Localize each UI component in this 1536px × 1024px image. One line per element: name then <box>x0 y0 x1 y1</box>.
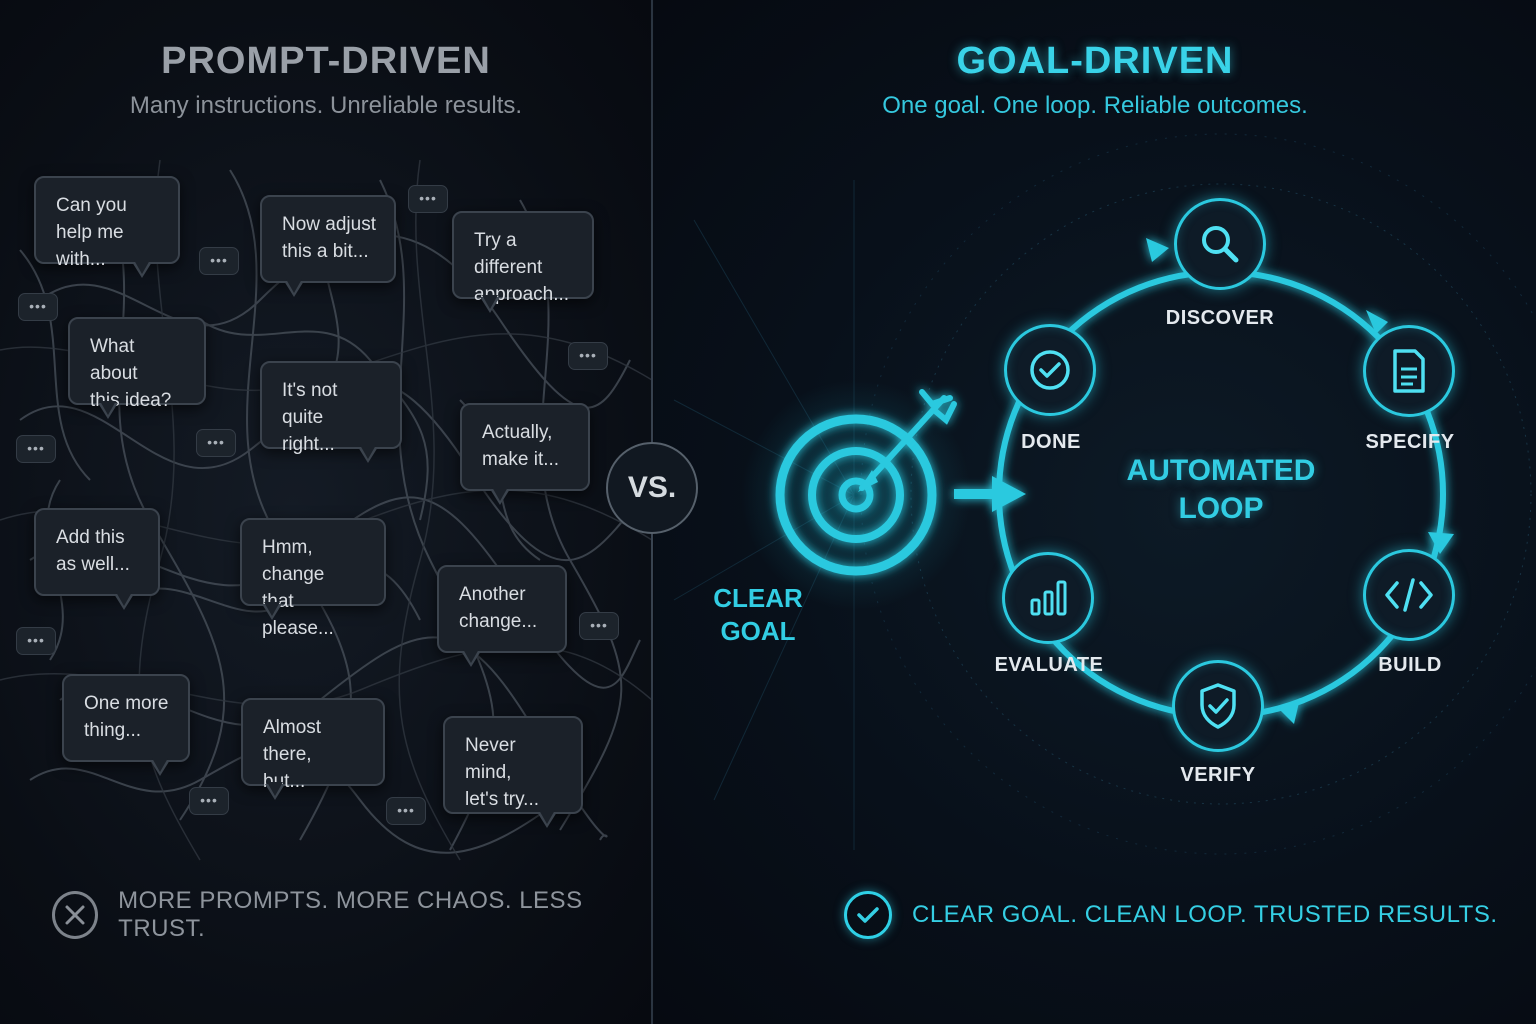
bar-chart-icon <box>1030 580 1067 616</box>
speech-bubble: Hmm, change that please... <box>240 518 386 639</box>
verify-node <box>1172 660 1264 752</box>
code-icon <box>1385 578 1433 612</box>
goal-label-line: GOAL <box>720 616 796 646</box>
speech-bubble: Add this as well... <box>34 508 160 610</box>
right-footer: CLEAR GOAL. CLEAN LOOP. TRUSTED RESULTS. <box>844 885 1498 945</box>
center-line: AUTOMATED <box>1126 454 1316 487</box>
clear-goal-label: CLEAR GOAL <box>698 582 818 648</box>
bubble-line: as well... <box>56 554 130 575</box>
right-footer-text: CLEAR GOAL. CLEAN LOOP. TRUSTED RESULTS. <box>912 901 1498 928</box>
speech-bubble: Another change... <box>437 565 567 667</box>
left-footer: MORE PROMPTS. MORE CHAOS. LESS TRUST. <box>52 885 652 945</box>
center-line: LOOP <box>1178 492 1264 525</box>
bubble-line: right... <box>282 434 335 455</box>
bubble-line: change... <box>459 611 538 632</box>
discover-node <box>1174 198 1266 290</box>
bubble-line: Can you <box>56 195 127 216</box>
ellipsis-bubble: ••• <box>579 612 619 640</box>
ellipsis-bubble: ••• <box>16 435 56 463</box>
speech-bubble: Actually, make it... <box>460 403 590 505</box>
vs-badge: VS. <box>606 442 698 534</box>
speech-bubble: One more thing... <box>62 674 190 776</box>
bubble-line: Actually, <box>482 422 553 443</box>
build-node <box>1363 549 1455 641</box>
right-subtitle: One goal. One loop. Reliable outcomes. <box>882 92 1308 119</box>
bubble-line: Another <box>459 584 526 605</box>
bubble-line: thing... <box>84 720 142 741</box>
x-circle-icon <box>52 891 99 939</box>
search-icon <box>1202 226 1239 263</box>
ellipsis-bubble: ••• <box>386 797 426 825</box>
document-icon <box>1393 349 1425 393</box>
bubble-line: Almost there, <box>263 717 322 765</box>
ellipsis-bubble: ••• <box>199 247 239 275</box>
bubble-line: It's not quite <box>282 380 338 428</box>
shield-check-icon <box>1200 683 1236 729</box>
ellipsis-bubble: ••• <box>568 342 608 370</box>
speech-bubble: Can you help me with... <box>34 176 180 278</box>
discover-label: DISCOVER <box>1165 307 1275 329</box>
speech-bubble: What about this idea? <box>68 317 206 419</box>
done-label: DONE <box>1021 431 1081 453</box>
goal-label-line: CLEAR <box>713 583 803 613</box>
left-title: PROMPT-DRIVEN <box>161 40 491 82</box>
check-circle-icon <box>844 891 892 939</box>
bubble-line: make it... <box>482 449 560 470</box>
evaluate-label: EVALUATE <box>994 654 1104 676</box>
build-label: BUILD <box>1378 654 1442 676</box>
bubble-line: Try a different <box>474 230 543 278</box>
bubble-line: Add this <box>56 527 125 548</box>
bubble-line: let's try... <box>465 789 540 810</box>
ellipsis-bubble: ••• <box>196 429 236 457</box>
specify-node <box>1363 325 1455 417</box>
bubble-line: What about <box>90 336 138 384</box>
bubble-line: this a bit... <box>282 241 369 262</box>
ellipsis-bubble: ••• <box>18 293 58 321</box>
speech-bubble: Never mind, let's try... <box>443 716 583 828</box>
prompt-driven-panel: PROMPT-DRIVEN Many instructions. Unrelia… <box>0 0 652 1024</box>
ellipsis-bubble: ••• <box>408 185 448 213</box>
check-circle-icon <box>1030 350 1070 390</box>
left-subtitle: Many instructions. Unreliable results. <box>129 92 523 119</box>
bubble-line: Never mind, <box>465 735 516 783</box>
speech-bubble: Now adjust this a bit... <box>260 195 396 297</box>
loop-graphic <box>673 133 1536 855</box>
bubble-line: Hmm, change <box>262 537 325 585</box>
bubble-line: help me with... <box>56 222 124 270</box>
right-title: GOAL-DRIVEN <box>956 40 1234 82</box>
speech-bubble: Try a different approach... <box>452 211 594 313</box>
specify-label: SPECIFY <box>1365 431 1455 453</box>
left-footer-text: MORE PROMPTS. MORE CHAOS. LESS TRUST. <box>118 887 583 942</box>
ellipsis-bubble: ••• <box>189 787 229 815</box>
evaluate-node <box>1002 552 1094 644</box>
bubble-line: One more <box>84 693 169 714</box>
ellipsis-bubble: ••• <box>16 627 56 655</box>
automated-loop-label: AUTOMATED LOOP <box>1121 452 1321 528</box>
verify-label: VERIFY <box>1180 764 1256 786</box>
speech-bubble: It's not quite right... <box>260 361 402 463</box>
speech-bubble: Almost there, but... <box>241 698 385 800</box>
goal-driven-panel: GOAL-DRIVEN One goal. One loop. Reliable… <box>654 0 1536 1024</box>
done-node <box>1004 324 1096 416</box>
bubble-line: Now adjust <box>282 214 376 235</box>
